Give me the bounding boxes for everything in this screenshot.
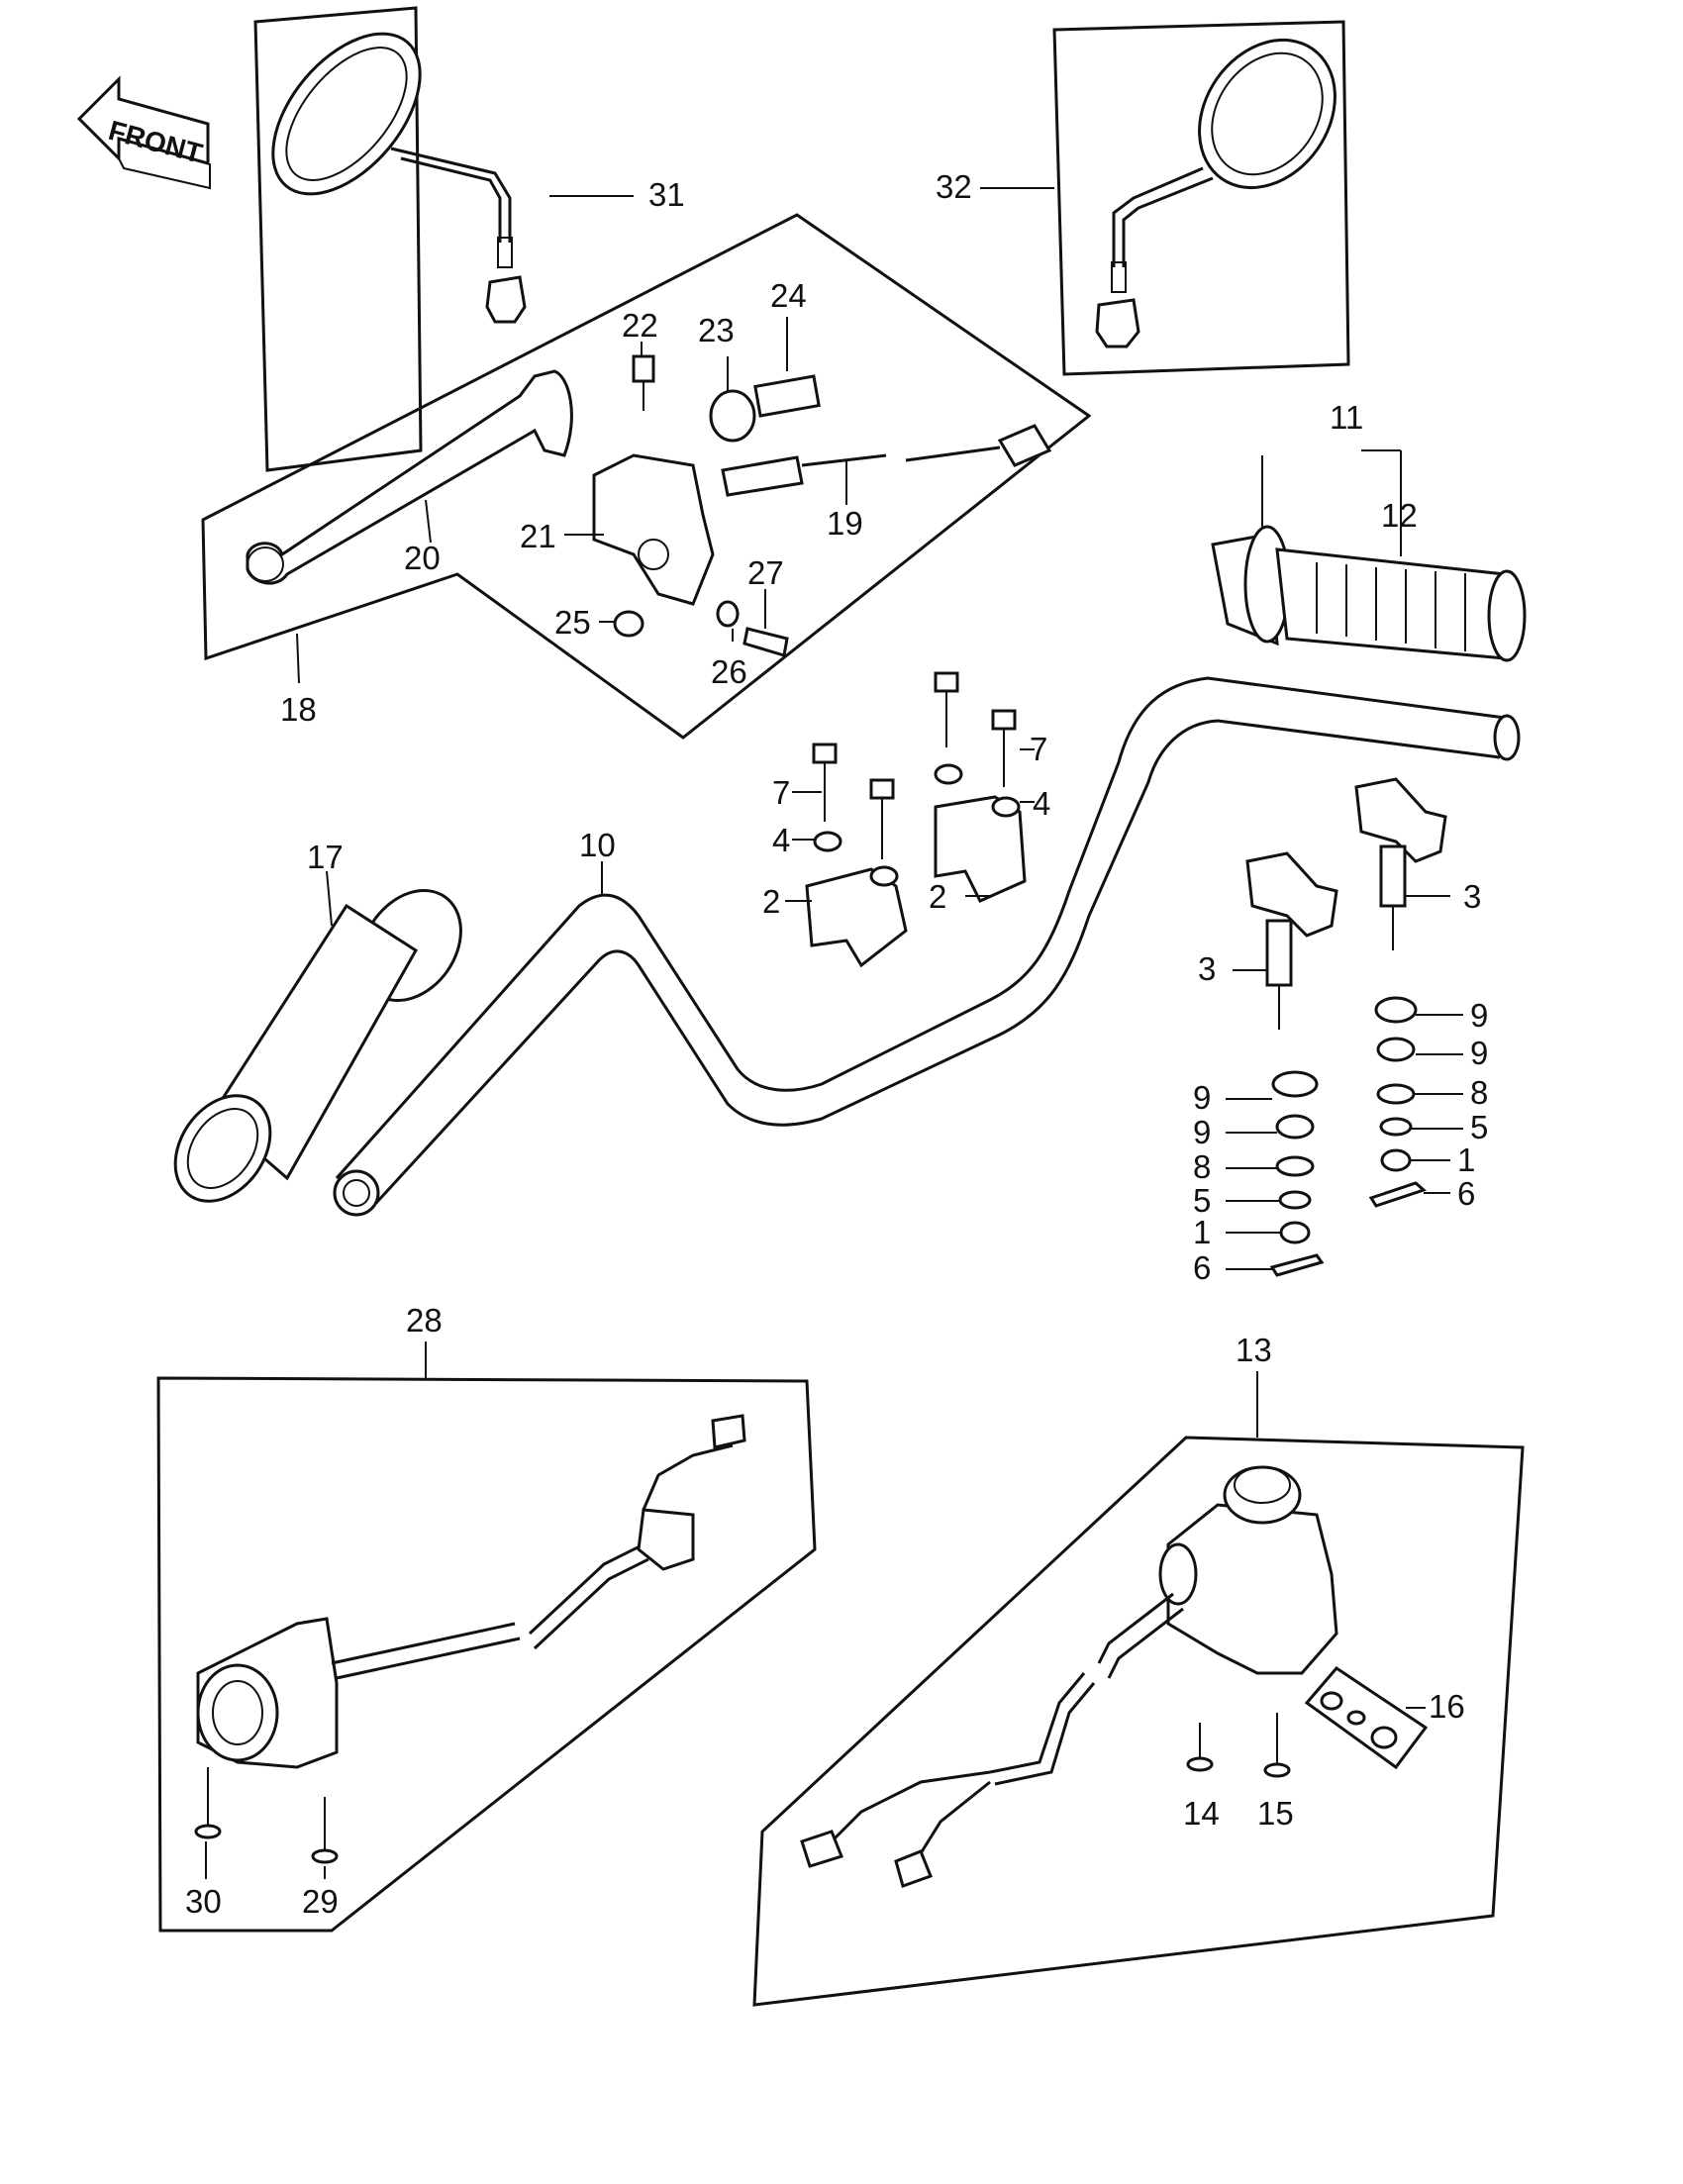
callout-12: 12 [1381, 497, 1418, 534]
callout-4-left: 4 [772, 822, 790, 858]
callout-6-left: 6 [1193, 1249, 1211, 1286]
callout-29: 29 [302, 1883, 339, 1920]
left-grip [173, 870, 462, 1203]
callout-1-right: 1 [1457, 1142, 1475, 1178]
callout-2-left: 2 [762, 883, 780, 920]
callout-15: 15 [1257, 1795, 1294, 1832]
callout-20: 20 [404, 540, 441, 576]
callout-19: 19 [827, 505, 863, 542]
left-handlebar-switch-assembly [156, 1341, 817, 1933]
clutch-lever-assembly [201, 213, 1092, 740]
callout-32: 32 [936, 168, 972, 205]
callout-7-right: 7 [1030, 731, 1047, 767]
callout-17: 17 [307, 839, 344, 875]
callout-28: 28 [406, 1302, 443, 1339]
callout-30: 30 [185, 1883, 222, 1920]
callout-9-right-top: 9 [1470, 997, 1488, 1034]
callout-2-right: 2 [929, 878, 946, 915]
callout-21: 21 [520, 518, 556, 554]
callout-27: 27 [747, 554, 784, 591]
callout-3-right: 3 [1463, 878, 1481, 915]
callout-31: 31 [648, 176, 685, 213]
callout-10: 10 [579, 827, 616, 863]
callout-9-left-second: 9 [1193, 1114, 1211, 1150]
handlebar [333, 676, 1521, 1217]
callout-1-left: 1 [1193, 1214, 1211, 1250]
handlebar-risers [1226, 777, 1463, 1277]
callout-23: 23 [698, 312, 735, 348]
callout-5-right: 5 [1470, 1109, 1488, 1145]
callout-9-right-second: 9 [1470, 1035, 1488, 1071]
callout-22: 22 [622, 307, 658, 344]
right-handlebar-switch-assembly [752, 1371, 1525, 2007]
callout-24: 24 [770, 277, 807, 314]
callout-6-right: 6 [1457, 1175, 1475, 1212]
callout-4-right: 4 [1033, 785, 1050, 822]
callout-8-right: 8 [1470, 1074, 1488, 1111]
callout-3-left: 3 [1198, 950, 1216, 987]
left-mirror-group [253, 6, 634, 472]
callout-9-left-top: 9 [1193, 1079, 1211, 1116]
callout-labels: 31 32 22 23 24 21 19 20 27 25 26 18 11 1… [185, 168, 1488, 1920]
handlebar-clamps [785, 671, 1035, 968]
right-mirror-group [980, 20, 1350, 376]
right-throttle-grip [1211, 449, 1527, 662]
callout-25: 25 [554, 604, 591, 641]
callout-7-left: 7 [772, 774, 790, 811]
callout-26: 26 [711, 653, 747, 690]
callout-13: 13 [1236, 1332, 1272, 1368]
callout-5-left: 5 [1193, 1182, 1211, 1219]
callout-8-left: 8 [1193, 1148, 1211, 1185]
front-arrow-icon: FRONT [76, 75, 211, 190]
callout-14: 14 [1183, 1795, 1220, 1832]
callout-18: 18 [280, 691, 317, 728]
callout-16: 16 [1429, 1688, 1465, 1725]
callout-11: 11 [1330, 399, 1363, 436]
